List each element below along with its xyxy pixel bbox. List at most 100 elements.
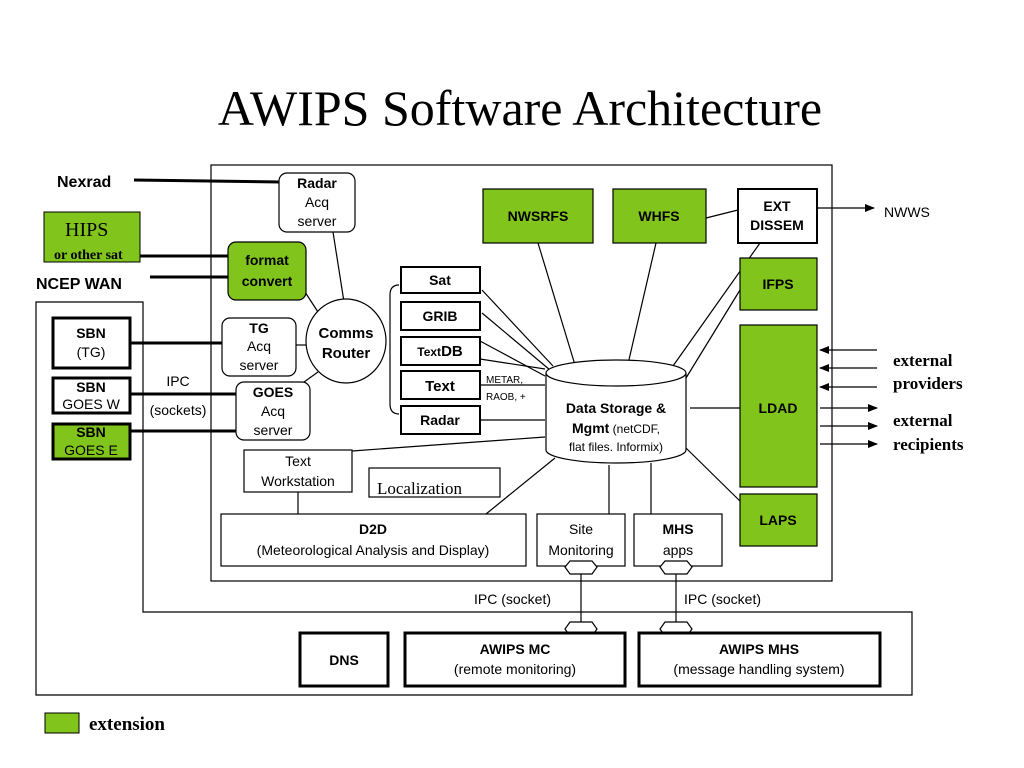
awips-mc-l2: (remote monitoring) bbox=[454, 661, 576, 677]
whfs-box bbox=[612, 188, 707, 244]
nwsrfs-label: NWSRFS bbox=[508, 208, 569, 224]
radar-decoder-label: Radar bbox=[420, 412, 460, 428]
comms-router bbox=[305, 298, 387, 384]
d2d-l1: D2D bbox=[359, 521, 387, 537]
radar-decoder-box bbox=[400, 405, 481, 435]
whfs-label: WHFS bbox=[638, 208, 679, 224]
tg-acq-l3: server bbox=[240, 357, 279, 373]
legend-swatch bbox=[44, 712, 80, 734]
text-workstation-l2: Workstation bbox=[261, 473, 335, 489]
text-workstation-box bbox=[243, 449, 353, 493]
raob-note: RAOB, + bbox=[486, 392, 526, 403]
textdb-decoder-label-b: DB bbox=[441, 343, 463, 360]
site-monitoring-l1: Site bbox=[569, 521, 593, 537]
awips-mhs-l2: (message handling system) bbox=[673, 661, 844, 677]
legend-label: extension bbox=[89, 714, 165, 735]
ipc-socket-right: IPC (socket) bbox=[684, 591, 761, 607]
mhs-apps-l2: apps bbox=[663, 542, 693, 558]
sbn-goesw-sub: GOES W bbox=[62, 396, 120, 412]
text-decoder-label: Text bbox=[425, 378, 455, 395]
ext-dissem-l2: DISSEM bbox=[750, 217, 804, 233]
format-convert-box bbox=[227, 241, 307, 301]
grib-decoder-box bbox=[400, 301, 481, 331]
page-title: AWIPS Software Architecture bbox=[218, 80, 822, 136]
awips-mc-l1: AWIPS MC bbox=[480, 641, 551, 657]
ext-dissem-l1: EXT bbox=[763, 198, 791, 214]
hips-sub-label: or other sat bbox=[54, 248, 123, 263]
site-monitoring-l2: Monitoring bbox=[548, 542, 613, 558]
sbn-goese-box bbox=[51, 422, 132, 461]
textdb-decoder-label: TextDB bbox=[417, 343, 463, 360]
mhs-apps-l1: MHS bbox=[662, 521, 693, 537]
goes-acq-l3: server bbox=[254, 422, 293, 438]
tg-acq-server bbox=[221, 317, 297, 377]
radar-acq-name: Radar bbox=[297, 175, 337, 191]
hips-box bbox=[43, 211, 141, 263]
ipc-sockets-label: (sockets) bbox=[150, 402, 207, 418]
comms-label-1: Comms bbox=[318, 325, 373, 342]
ldad-box bbox=[739, 324, 818, 488]
external-recipients-l2: recipients bbox=[893, 435, 964, 454]
awips-mc-box bbox=[403, 631, 627, 688]
format-convert-l2: convert bbox=[242, 273, 293, 289]
awips-mhs-l1: AWIPS MHS bbox=[719, 641, 799, 657]
storage-label-2b: (netCDF, bbox=[609, 422, 660, 436]
ifps-label: IFPS bbox=[762, 276, 793, 292]
format-convert-l1: format bbox=[245, 252, 289, 268]
storage-label-3: flat files. Informix) bbox=[569, 440, 663, 454]
external-providers-l1: external bbox=[893, 351, 953, 370]
external-arrows bbox=[819, 346, 878, 448]
ifps-box bbox=[739, 257, 818, 311]
sat-decoder-box bbox=[400, 266, 481, 294]
sbn-tg-name: SBN bbox=[76, 325, 106, 341]
text-decoder-box bbox=[400, 370, 481, 400]
dns-label: DNS bbox=[329, 652, 359, 668]
nexrad-link bbox=[133, 178, 281, 184]
metar-note: METAR, bbox=[486, 375, 523, 386]
ipc-socket-left: IPC (socket) bbox=[474, 591, 551, 607]
ipc-label: IPC bbox=[166, 373, 189, 389]
comms-label-2: Router bbox=[322, 345, 370, 362]
goes-acq-server bbox=[235, 381, 311, 441]
sbn-tg-sub: (TG) bbox=[77, 344, 106, 360]
d2d-l2: (Meteorological Analysis and Display) bbox=[257, 542, 490, 558]
goes-acq-l2: Acq bbox=[261, 403, 285, 419]
localization-label: Localization bbox=[377, 479, 462, 498]
mhs-apps-box bbox=[633, 513, 723, 567]
nwws-label: NWWS bbox=[884, 204, 930, 220]
localization-box bbox=[368, 467, 501, 498]
outer-frame bbox=[35, 301, 913, 696]
hips-label: HIPS bbox=[65, 219, 108, 241]
awips-mhs-box bbox=[637, 631, 882, 688]
storage-label-2: Mgmt (netCDF, bbox=[572, 420, 660, 436]
sat-decoder-label: Sat bbox=[429, 272, 451, 288]
ncep-wan-label: NCEP WAN bbox=[36, 276, 122, 293]
storage-label-2a: Mgmt bbox=[572, 420, 610, 436]
textdb-decoder-box bbox=[400, 336, 481, 366]
external-providers-l2: providers bbox=[893, 374, 963, 393]
tg-acq-name: TG bbox=[249, 320, 269, 336]
storage-label-1: Data Storage & bbox=[566, 400, 666, 416]
radar-acq-l3: server bbox=[298, 213, 337, 229]
ext-dissem-box bbox=[737, 188, 818, 244]
text-workstation-l1: Text bbox=[285, 453, 311, 469]
textdb-decoder-label-a: Text bbox=[417, 345, 441, 359]
sbn-goesw-box bbox=[51, 376, 132, 415]
laps-label: LAPS bbox=[759, 512, 796, 528]
goes-acq-name: GOES bbox=[253, 384, 293, 400]
nwsrfs-box bbox=[482, 188, 594, 244]
nexrad-label: Nexrad bbox=[57, 174, 111, 191]
ldad-label: LDAD bbox=[759, 400, 798, 416]
sbn-goese-sub: GOES E bbox=[64, 442, 118, 458]
radar-acq-server bbox=[278, 172, 356, 233]
external-recipients-l1: external bbox=[893, 411, 953, 430]
tg-acq-l2: Acq bbox=[247, 338, 271, 354]
d2d-box bbox=[220, 513, 527, 567]
sbn-goese-name: SBN bbox=[76, 424, 106, 440]
dns-box bbox=[298, 631, 390, 688]
grib-decoder-label: GRIB bbox=[423, 308, 458, 324]
laps-box bbox=[739, 493, 818, 547]
radar-acq-l2: Acq bbox=[305, 194, 329, 210]
sbn-tg-box bbox=[51, 316, 132, 370]
